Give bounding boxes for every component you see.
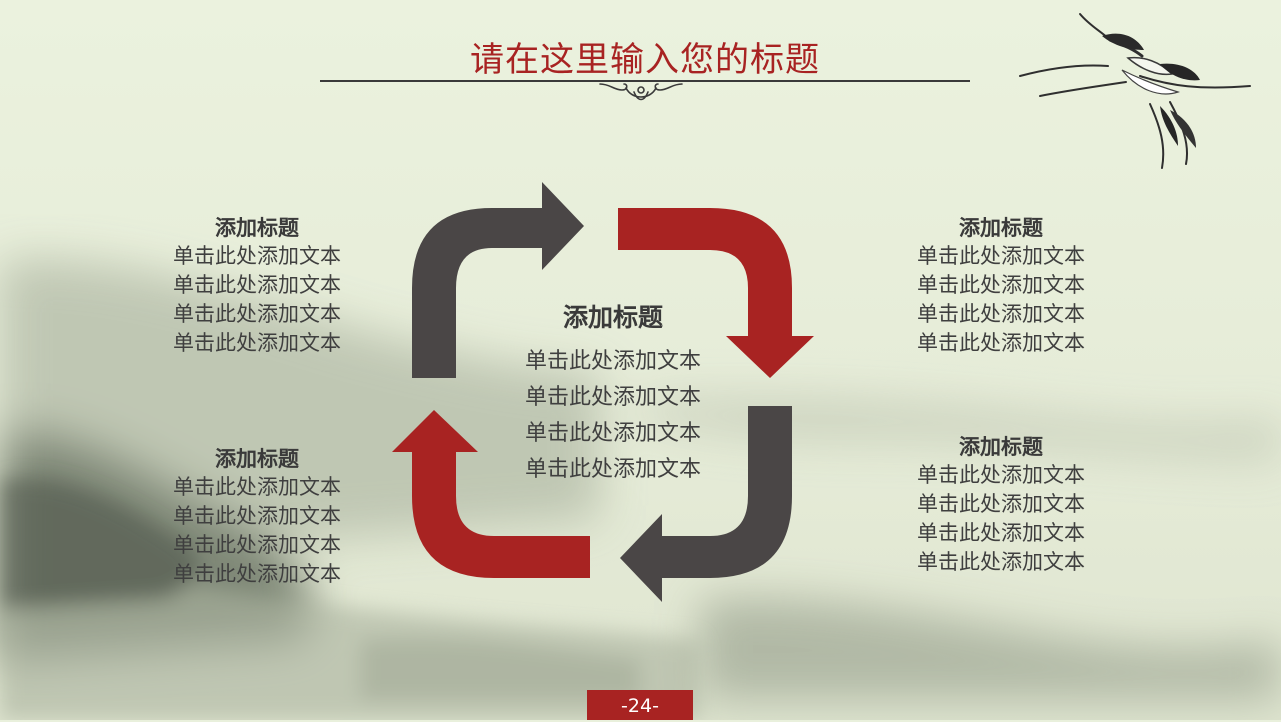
block-line: 单击此处添加文本 <box>173 504 341 528</box>
block-line: 单击此处添加文本 <box>917 273 1085 297</box>
block-line: 单击此处添加文本 <box>917 463 1085 487</box>
page-title: 请在这里输入您的标题 <box>470 40 820 80</box>
text-block-top-left: 添加标题 单击此处添加文本 单击此处添加文本 单击此处添加文本 单击此处添加文本 <box>152 212 362 358</box>
crane-illustration <box>1019 13 1251 169</box>
block-line: 单击此处添加文本 <box>173 273 341 297</box>
text-block-bottom-right: 添加标题 单击此处添加文本 单击此处添加文本 单击此处添加文本 单击此处添加文本 <box>896 431 1106 577</box>
block-line: 单击此处添加文本 <box>524 421 701 446</box>
block-heading: 添加标题 <box>562 303 663 332</box>
arrow-red-top-right <box>618 208 814 378</box>
block-heading: 添加标题 <box>959 435 1043 459</box>
block-line: 单击此处添加文本 <box>173 533 341 557</box>
block-line: 单击此处添加文本 <box>917 331 1085 355</box>
block-line: 单击此处添加文本 <box>917 550 1085 574</box>
block-line: 单击此处添加文本 <box>917 302 1085 326</box>
block-heading: 添加标题 <box>215 216 299 240</box>
arrow-gray-top-left <box>412 182 584 378</box>
text-block-center: 添加标题 单击此处添加文本 单击此处添加文本 单击此处添加文本 单击此处添加文本 <box>498 298 728 488</box>
block-line: 单击此处添加文本 <box>917 244 1085 268</box>
block-line: 单击此处添加文本 <box>173 302 341 326</box>
text-block-top-right: 添加标题 单击此处添加文本 单击此处添加文本 单击此处添加文本 单击此处添加文本 <box>896 212 1106 358</box>
block-line: 单击此处添加文本 <box>173 244 341 268</box>
text-block-bottom-left: 添加标题 单击此处添加文本 单击此处添加文本 单击此处添加文本 单击此处添加文本 <box>152 443 362 589</box>
block-line: 单击此处添加文本 <box>524 457 701 482</box>
block-line: 单击此处添加文本 <box>173 331 341 355</box>
title-underline <box>320 80 970 82</box>
arrow-red-bottom-left <box>392 410 590 578</box>
block-line: 单击此处添加文本 <box>173 475 341 499</box>
block-line: 单击此处添加文本 <box>917 492 1085 516</box>
block-line: 单击此处添加文本 <box>173 562 341 586</box>
block-line: 单击此处添加文本 <box>524 349 701 374</box>
cycle-arrow-icon <box>392 182 814 602</box>
title-ornament-icon <box>599 83 683 101</box>
block-line: 单击此处添加文本 <box>917 521 1085 545</box>
page-number-badge: -24- <box>587 690 693 720</box>
block-line: 单击此处添加文本 <box>524 385 701 410</box>
block-heading: 添加标题 <box>215 447 299 471</box>
block-heading: 添加标题 <box>959 216 1043 240</box>
arrow-gray-bottom-right <box>620 406 792 602</box>
